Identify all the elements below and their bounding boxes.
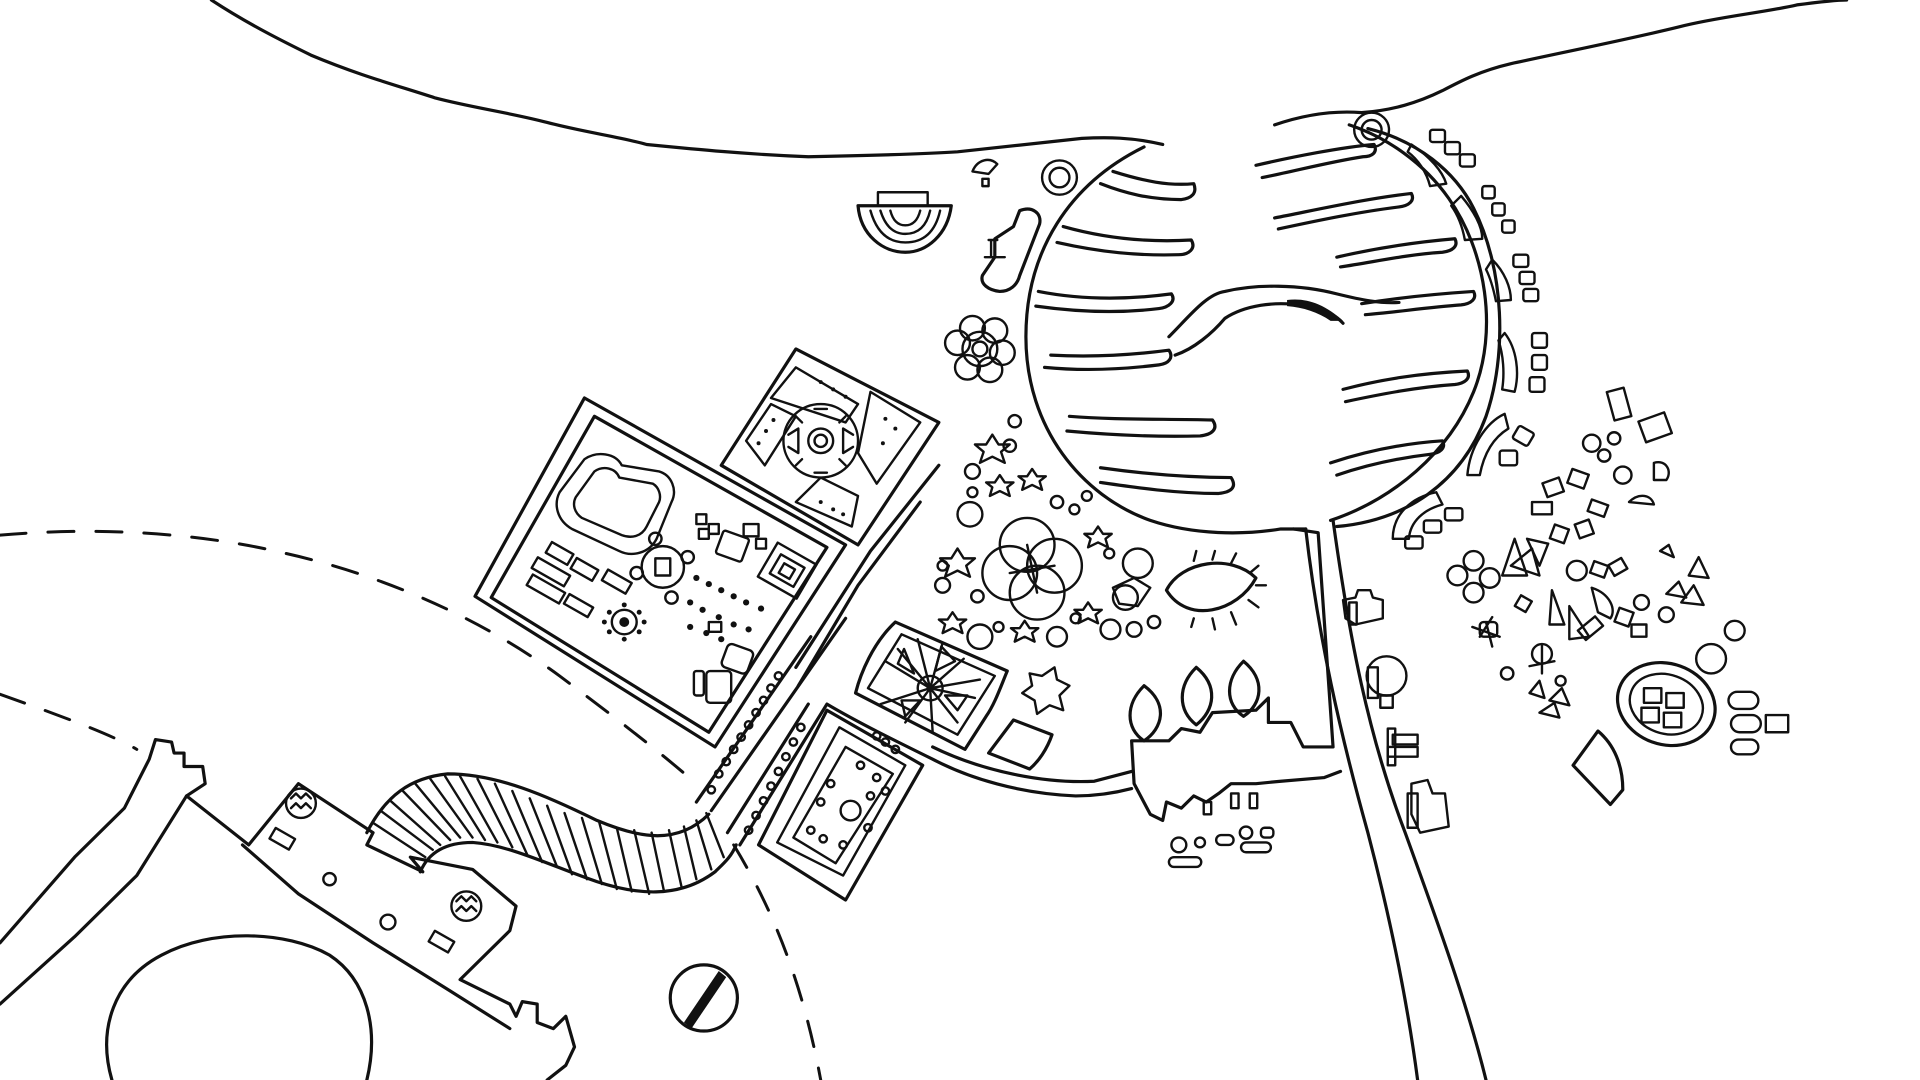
- amphitheater: [858, 192, 951, 252]
- coast-pavilion: [972, 160, 1040, 291]
- flower-cluster: [945, 316, 1015, 382]
- knot-dots: [756, 380, 898, 517]
- parterre-dots: [807, 762, 889, 849]
- round-plaza: [107, 936, 372, 1080]
- star-plaza: [989, 667, 1070, 769]
- road-buildings: [1343, 590, 1449, 832]
- circular-harbor: [1026, 125, 1500, 533]
- scattered-shapes-field: [1447, 388, 1788, 805]
- curved-bridge: [367, 774, 736, 894]
- star-shapes: [939, 435, 1112, 642]
- pier-road: [1306, 520, 1486, 1080]
- starburst-dots: [601, 602, 647, 642]
- city-wall: [0, 740, 575, 1080]
- garden-dots: [687, 574, 765, 643]
- garden-circles: [935, 415, 1160, 649]
- ring-buildings: [1042, 113, 1547, 549]
- fan-parterre: [856, 622, 1008, 749]
- leaf-pavilions: [1130, 529, 1340, 867]
- oval-track: [1606, 649, 1728, 758]
- compass-disc: [670, 965, 737, 1031]
- dashed-road: [0, 531, 821, 1080]
- star-garden: [935, 415, 1266, 649]
- harbor-piers: [1036, 144, 1475, 493]
- shoreline: [211, 0, 1846, 157]
- building-bits: [1169, 793, 1273, 866]
- long-parterre: [727, 465, 1131, 900]
- walled-garden: [475, 398, 846, 811]
- knot-garden: [721, 349, 939, 545]
